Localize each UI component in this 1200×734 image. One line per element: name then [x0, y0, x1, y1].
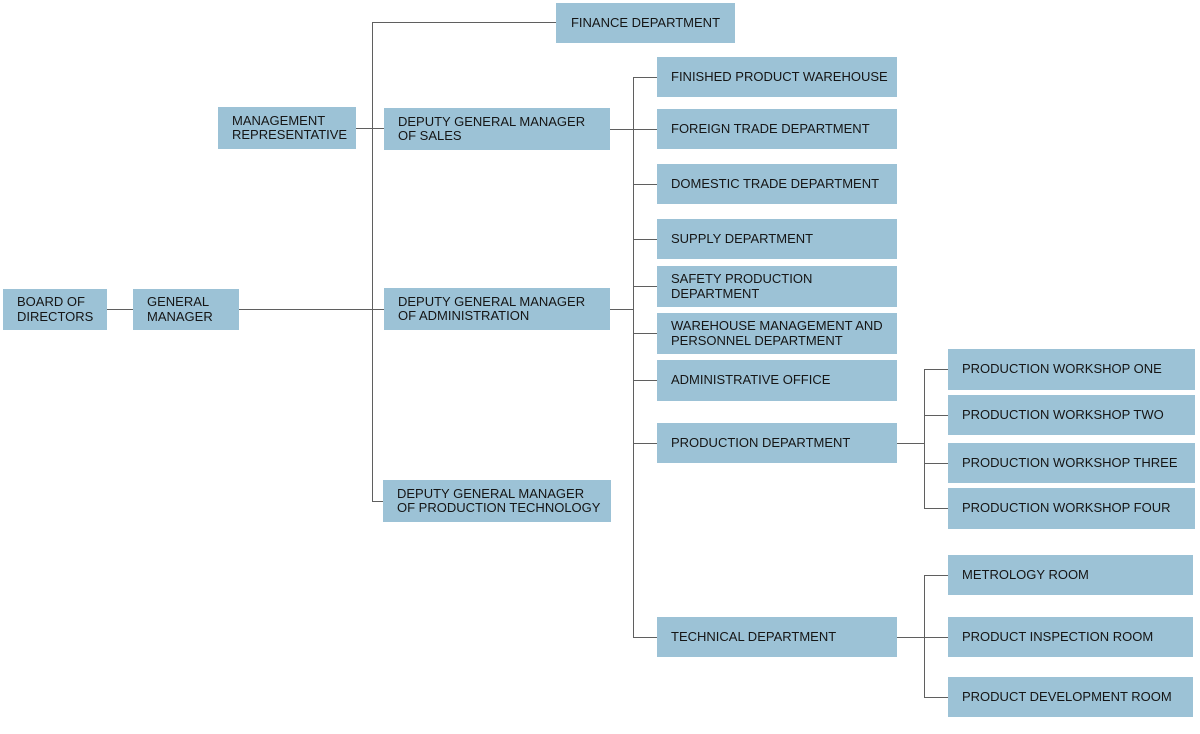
connector-tick-production-dept	[633, 443, 657, 444]
node-deputy-gm-administration: DEPUTY GENERAL MANAGER OF ADMINISTRATION	[384, 288, 610, 330]
connector-children-spine-vertical	[633, 77, 634, 637]
node-deputy-gm-production-technology: DEPUTY GENERAL MANAGER OF PRODUCTION TEC…	[383, 480, 611, 522]
node-administrative-office: ADMINISTRATIVE OFFICE	[657, 360, 897, 401]
connector-tick-technical-dept	[633, 637, 657, 638]
node-supply-department: SUPPLY DEPARTMENT	[657, 219, 897, 259]
connector-trunk-vertical	[372, 23, 373, 501]
connector-tick-safety	[633, 286, 657, 287]
connector-tick-domestic-trade	[633, 184, 657, 185]
node-production-workshop-four: PRODUCTION WORKSHOP FOUR	[948, 488, 1195, 529]
connector-tick-workshop-one	[924, 369, 948, 370]
node-domestic-trade-department: DOMESTIC TRADE DEPARTMENT	[657, 164, 897, 204]
connector-technical-to-room-spine	[897, 637, 948, 638]
node-safety-production-department: SAFETY PRODUCTION DEPARTMENT	[657, 266, 897, 307]
connector-admin-to-spine	[610, 309, 633, 310]
connector-tick-metrology	[924, 575, 948, 576]
connector-tick-supply	[633, 239, 657, 240]
node-metrology-room: METROLOGY ROOM	[948, 555, 1193, 595]
connector-trunk-to-finance	[372, 22, 556, 23]
connector-tick-admin-office	[633, 380, 657, 381]
connector-tick-workshop-four	[924, 508, 948, 509]
connector-tick-workshop-three	[924, 463, 948, 464]
connector-trunk-to-production-technology	[372, 501, 383, 502]
connector-tick-warehouse-personnel	[633, 333, 657, 334]
connector-workshop-spine-vertical	[924, 369, 925, 508]
node-production-workshop-one: PRODUCTION WORKSHOP ONE	[948, 349, 1195, 390]
node-product-development-room: PRODUCT DEVELOPMENT ROOM	[948, 677, 1193, 717]
connector-board-to-general-manager	[107, 309, 133, 310]
node-general-manager: GENERAL MANAGER	[133, 289, 239, 330]
connector-tick-workshop-two	[924, 415, 948, 416]
node-finance-department: FINANCE DEPARTMENT	[556, 3, 735, 43]
connector-management-rep-to-sales	[356, 128, 384, 129]
node-management-representative: MANAGEMENT REPRESENTATIVE	[218, 107, 356, 149]
node-finished-product-warehouse: FINISHED PRODUCT WAREHOUSE	[657, 57, 897, 97]
connector-tick-finished-warehouse	[633, 77, 657, 78]
node-production-workshop-three: PRODUCTION WORKSHOP THREE	[948, 443, 1195, 483]
connector-general-manager-to-admin	[239, 309, 384, 310]
connector-tick-development	[924, 697, 948, 698]
node-production-department: PRODUCTION DEPARTMENT	[657, 423, 897, 463]
node-technical-department: TECHNICAL DEPARTMENT	[657, 617, 897, 657]
node-foreign-trade-department: FOREIGN TRADE DEPARTMENT	[657, 109, 897, 149]
connector-sales-to-spine	[610, 129, 657, 130]
connector-production-to-workshop-spine	[897, 443, 924, 444]
connector-room-spine-vertical	[924, 575, 925, 697]
node-board-of-directors: BOARD OF DIRECTORS	[3, 289, 107, 330]
node-deputy-gm-sales: DEPUTY GENERAL MANAGER OF SALES	[384, 108, 610, 150]
node-warehouse-management-personnel-department: WAREHOUSE MANAGEMENT AND PERSONNEL DEPAR…	[657, 313, 897, 354]
node-production-workshop-two: PRODUCTION WORKSHOP TWO	[948, 395, 1195, 435]
node-product-inspection-room: PRODUCT INSPECTION ROOM	[948, 617, 1193, 657]
